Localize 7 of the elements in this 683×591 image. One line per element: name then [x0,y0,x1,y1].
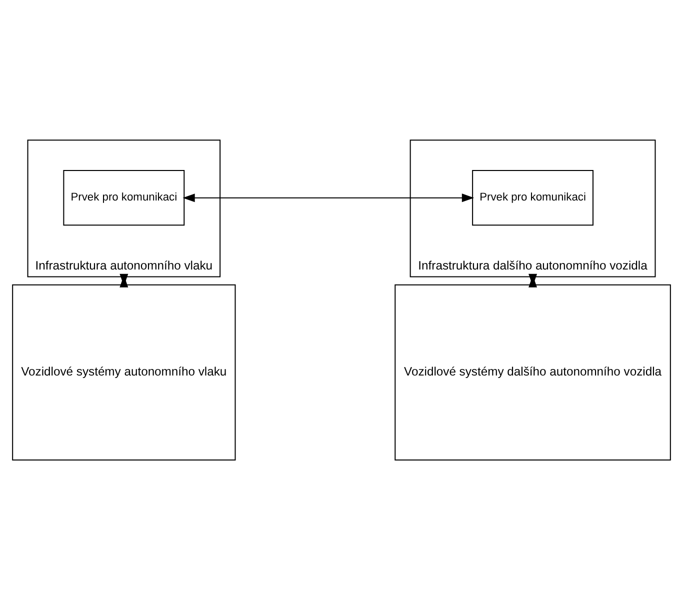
arrow [182,193,474,202]
arrow [528,273,538,287]
node-box: Vozidlové systémy autonomního vlaku [12,284,236,460]
node-box: Prvek pro komunikaci [472,170,594,226]
node-box: Vozidlové systémy dalšího autonomního vozidla [394,284,671,460]
arrow [120,273,128,287]
node-box: Prvek pro komunikaci [63,170,185,226]
